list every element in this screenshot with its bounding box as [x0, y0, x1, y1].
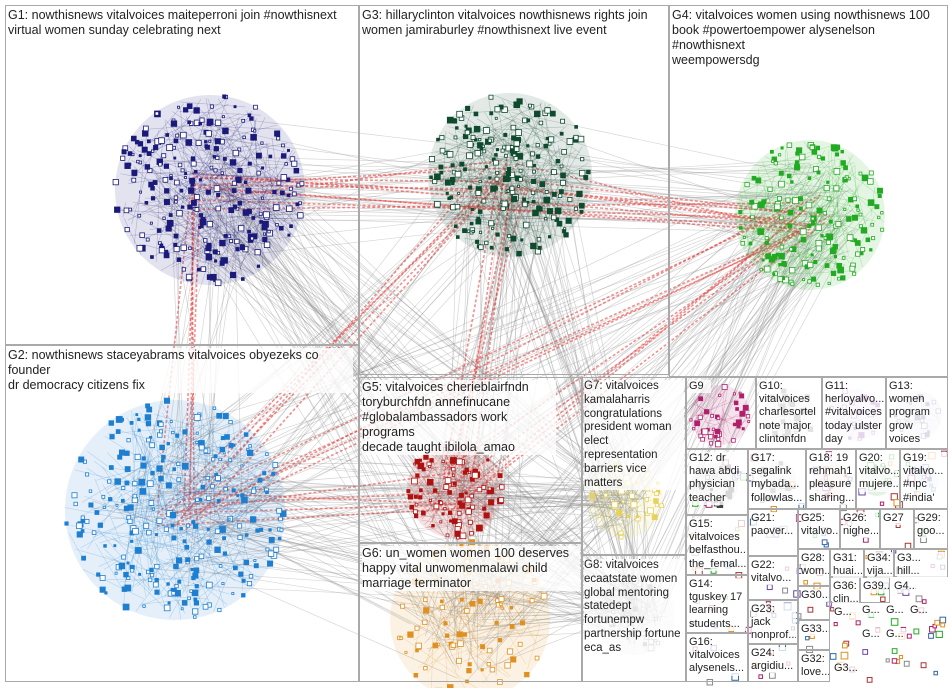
- node: [892, 649, 897, 654]
- panel-g3: [359, 5, 669, 375]
- group-label-gs3: G...: [910, 604, 930, 617]
- node: [892, 659, 896, 663]
- node: [891, 619, 898, 626]
- group-label-g3x: G3... hill...: [897, 552, 947, 578]
- node: [922, 600, 926, 604]
- group-label-g22: G22: vitalvo...: [751, 559, 796, 585]
- group-label-gs6: G...: [886, 628, 906, 641]
- group-label-g3: G3: hillaryclinton vitalvoices nowthisne…: [362, 8, 662, 38]
- group-label-g39: G39...: [863, 580, 889, 593]
- node: [834, 623, 837, 626]
- node: [940, 617, 946, 623]
- node: [899, 655, 902, 658]
- node: [941, 623, 945, 627]
- group-label-g2: G2: nowthisnews staceyabrams vitalvoices…: [8, 348, 353, 393]
- group-label-g12: G12: dr hawa abdi physician teacher: [689, 452, 746, 505]
- group-label-g4x: G4...: [894, 580, 916, 593]
- node: [935, 620, 940, 625]
- group-label-g1: G1: nowthisnews vitalvoices maiteperroni…: [8, 8, 353, 38]
- node: [867, 677, 872, 682]
- group-label-g10: G10: vitalvoices charlesortel note major…: [759, 380, 820, 446]
- node: [936, 631, 942, 637]
- group-label-gs1: G...: [862, 604, 882, 617]
- node: [842, 643, 847, 648]
- node: [907, 634, 911, 638]
- group-label-g23: G23: jack nonprof...: [751, 603, 796, 643]
- group-label-g7: G7: vitalvoices kamalaharris congratulat…: [584, 380, 684, 490]
- group-label-g25: G25: vitalvo...: [801, 512, 838, 538]
- group-label-g27: G27: [883, 512, 912, 525]
- group-label-g18: G18: 19 rehmah1 pleasure sharing...: [809, 452, 854, 505]
- node: [886, 659, 889, 662]
- node: [856, 621, 860, 625]
- group-label-g32: G32: love...: [801, 653, 829, 679]
- group-label-g9: G9: [689, 380, 711, 393]
- group-label-g8: G8: vitalvoices ecaatstate women global …: [584, 559, 684, 656]
- group-label-g20: G20: vitalvo... mujere...: [859, 452, 898, 492]
- panel-g1: [5, 5, 359, 345]
- node: [841, 652, 848, 659]
- group-label-gs2: G...: [886, 604, 906, 617]
- group-label-g16: G16: vitalvoices alysenels...: [689, 636, 746, 676]
- group-label-g36: G36: clin...: [833, 580, 859, 606]
- group-label-g4: G4: vitalvoices women using nowthisnews …: [672, 8, 947, 68]
- group-label-g31: G31: huai...: [833, 552, 863, 578]
- group-label-g26: G26: nighe...: [843, 512, 878, 538]
- node: [904, 661, 909, 666]
- group-label-g13: G13: women program grow voices: [889, 380, 946, 446]
- group-label-g15: G15: vitalvoices belfasthou... the_femal…: [689, 518, 746, 571]
- group-label-gs7: G3...: [834, 662, 858, 675]
- group-label-g14: G14: tguskey 17 learning students...: [689, 578, 746, 631]
- panel-g2: [5, 345, 359, 682]
- group-label-g30: G30...: [801, 589, 829, 602]
- group-label-gs5: G...: [862, 628, 882, 641]
- node: [929, 634, 934, 639]
- group-label-g17: G17: segalink mybada... followlas...: [751, 452, 804, 505]
- node: [863, 650, 868, 655]
- group-label-g33: G33...: [801, 623, 829, 636]
- node: [921, 663, 926, 668]
- group-label-g11: G11: herloyalvo... #vitalvoices today ul…: [825, 380, 884, 446]
- group-label-g29: G29: goo...: [917, 512, 947, 538]
- node: [447, 685, 453, 688]
- group-label-g24: G24: argidiu...: [751, 647, 796, 673]
- node: [830, 654, 836, 660]
- node: [914, 629, 919, 634]
- node: [916, 596, 922, 602]
- group-label-gs4: G...: [834, 606, 856, 619]
- group-label-g6: G6: un_women women 100 deserves happy vi…: [362, 546, 580, 591]
- group-label-g28: G28: wom...: [801, 552, 829, 578]
- node: [934, 671, 937, 674]
- group-label-g34: G34: vija...: [867, 552, 893, 578]
- group-label-g5: G5: vitalvoices cherieblairfndn toryburc…: [362, 380, 556, 455]
- group-label-g19: G19: vitalvo... #npc #india': [903, 452, 947, 505]
- group-label-g21: G21: paover...: [751, 512, 796, 538]
